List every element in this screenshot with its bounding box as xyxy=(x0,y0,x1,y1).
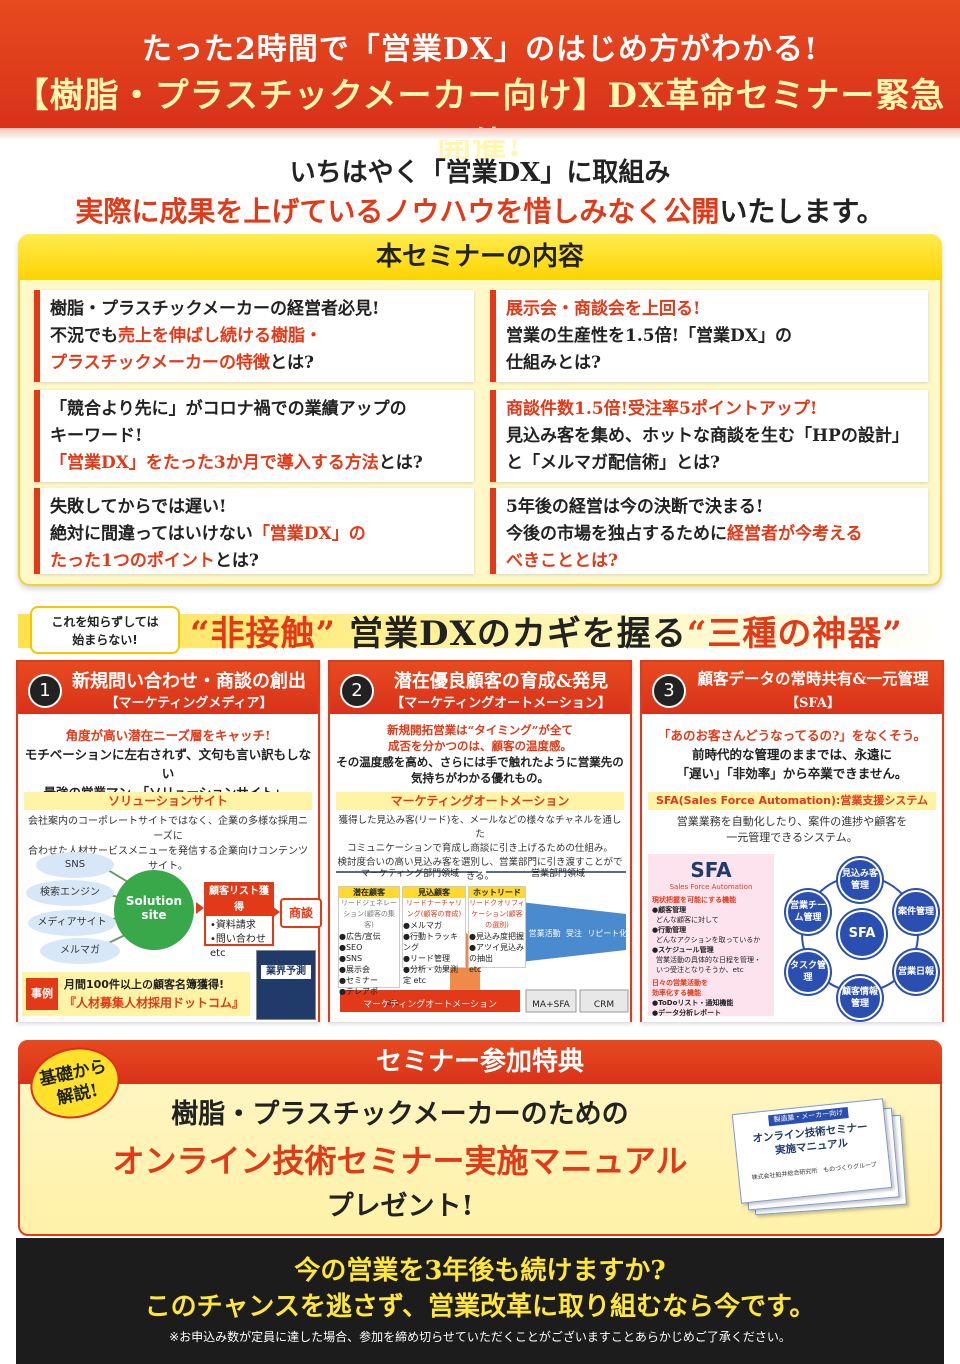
content-item-4: 商談件数1.5倍!受注率5ポイントアップ! 見込み客を集め、ホットな商談を生む「… xyxy=(490,390,928,482)
bonus-line3: プレゼント! xyxy=(326,1191,474,1222)
ma-strip: マーケティングオートメーション xyxy=(336,792,624,810)
column-header: 1 新規問い合わせ・商談の創出 【マーケティングメディア】 xyxy=(18,662,318,714)
dept-sales: 営業部門領域 xyxy=(530,869,585,879)
content-item-3: 「競合より先に」がコロナ禍での業績アップの キーワード! 「営業DX」をたった3… xyxy=(34,390,474,482)
footer-note: ※お申込み数が定員に達した場合、参加を締め切らせていただくことがございますことあ… xyxy=(169,1330,791,1344)
box-prospect: 見込顧客 リードナーチャリング(顧客の育成) ●メルマガ ●行動トラッキング ●… xyxy=(402,886,466,985)
column-title: 顧客データの常時共有&一元管理 xyxy=(697,669,929,688)
ma-bar-label: マーケティングオートメーション xyxy=(362,1000,498,1010)
bonus-title: セミナー参加特典 xyxy=(18,1040,942,1084)
sfa-card: SFA Sales Force Automation 現状把握を可能にする機能 … xyxy=(648,854,774,1017)
column-marketing-automation: 2 潜在優良顧客の育成&発見 【マーケティングオートメーション】 新規開拓営業は… xyxy=(328,660,632,1022)
intro-line2: 実際に成果を上げているノウハウを惜しみなく公開いたします。 xyxy=(75,195,885,228)
intro-line1: いちはやく「営業DX」に取組み xyxy=(289,158,671,188)
footer-band xyxy=(16,1238,944,1364)
box-hot-lead: ホットリード リードクオリフィケーション(顧客の選別) ●見込み度把握 ●アツイ… xyxy=(468,886,526,974)
funnel-labels: 営業活動受注リピート化 xyxy=(528,929,628,938)
box-latent: 潜在顧客 リードジェネレーション(顧客の集客) ●広告/宣伝 ●SEO ●SNS… xyxy=(338,886,400,1007)
content-item-6: 5年後の経営は今の決断で決まる! 今後の市場を独占するために経営者が今考える べ… xyxy=(490,488,928,574)
sfa-strip: SFA(Sales Force Automation):営業支援システム xyxy=(648,792,936,810)
case-text-1: 月間100件以上の顧客名簿獲得! xyxy=(64,978,224,991)
number-badge: 2 xyxy=(340,674,374,708)
customer-list-box: 顧客リスト獲得 •資料請求 •問い合わせ etc xyxy=(204,882,274,959)
bubble-sns: SNS xyxy=(36,852,114,878)
column-body: 角度が高い潜在ニーズ層をキャッチ! モチベーションに左右されず、文句も言い訳もし… xyxy=(18,714,322,1022)
column-subtitle: 【マーケティングメディア】 xyxy=(105,696,273,711)
sfa-desc: 営業業務を自動化したり、案件の進捗や顧客を 一元管理できるシステム。 xyxy=(676,815,908,844)
column-title: 潜在優良顧客の育成&発見 xyxy=(393,671,609,692)
column-lead: 「あのお客さんどうなってるの?」をなくそう。 前時代的な管理のままでは、永遠に … xyxy=(657,728,927,781)
ma-sfa-label: MA+SFA xyxy=(532,1000,570,1010)
treasures-title: “非接触” 営業DXのカギを握る“三種の神器” xyxy=(190,614,903,654)
header-line1: たった2時間で「営業DX」のはじめ方がわかる! xyxy=(141,32,819,67)
column-subtitle: 【マーケティングオートメーション】 xyxy=(391,696,611,711)
column-body: 新規開拓営業は“タイミング”が全て 成否を分かつのは、顧客の温度感。 その温度感… xyxy=(330,714,630,1022)
column-marketing-media: 1 新規問い合わせ・商談の創出 【マーケティングメディア】 角度が高い潜在ニーズ… xyxy=(16,660,322,1022)
column-header: 2 潜在優良顧客の育成&発見 【マーケティングオートメーション】 xyxy=(330,662,630,714)
dept-marketing: マーケティング部門領域 xyxy=(360,869,460,879)
bubble-media-site: メディアサイト xyxy=(28,910,116,936)
node-daily-report: 営業日報 xyxy=(894,950,938,994)
content-item-2: 展示会・商談会を上回る! 営業の生産性を1.5倍!「営業DX」の 仕組みとは? xyxy=(490,290,928,382)
number-badge: 3 xyxy=(652,674,686,708)
column-sfa: 3 顧客データの常時共有&一元管理 【SFA】 「あのお客さんどうなってるの?」… xyxy=(640,660,944,1022)
node-prospect: 見込み客管理 xyxy=(838,858,882,902)
negotiation-box: 商談 xyxy=(280,898,322,928)
node-sales-team: 営業チーム管理 xyxy=(786,890,830,934)
column-subtitle: 【SFA】 xyxy=(786,696,840,711)
case-label: 事例 xyxy=(26,978,58,1010)
solution-site-desc: 会社案内のコーポレートサイトではなく、企業の多様な採用ニーズに 合わせた人材サー… xyxy=(28,816,308,872)
case-text-2: 『人材募集人材採用ドットコム』 xyxy=(64,996,245,1010)
sfa-hub: SFA xyxy=(838,910,886,958)
bubble-search-engine: 検索エンジン xyxy=(26,880,114,906)
case-study-box: 事例 月間100件以上の顧客名簿獲得! 『人材募集人材採用ドットコム』 xyxy=(22,972,250,1016)
node-task: タスク管理 xyxy=(786,950,830,994)
bonus-line2: オンライン技術セミナー実施マニュアル xyxy=(112,1142,688,1180)
column-body: 「あのお客さんどうなってるの?」をなくそう。 前時代的な管理のままでは、永遠に … xyxy=(642,714,942,1022)
header-shadow xyxy=(0,128,960,140)
column-lead: 新規開拓営業は“タイミング”が全て 成否を分かつのは、顧客の温度感。 その温度感… xyxy=(336,723,624,785)
must-know-tag: これを知らずしては 始まらない! xyxy=(30,606,180,654)
crm-label: CRM xyxy=(593,1000,615,1010)
ma-desc: 獲得した見込み客(リード)を、メールなどの様々なチャネルを通した コミュニケーシ… xyxy=(337,815,623,882)
node-deal: 案件管理 xyxy=(894,890,938,934)
content-item-5: 失敗してからでは遅い! 絶対に間違ってはいけない「営業DX」の たった1つのポイ… xyxy=(34,488,474,574)
header-banner: たった2時間で「営業DX」のはじめ方がわかる! 【樹脂・プラスチックメーカー向け… xyxy=(0,0,960,165)
column-lead: 角度が高い潜在ニーズ層をキャッチ! モチベーションに左右されず、文句も言い訳もし… xyxy=(24,728,312,800)
number-badge: 1 xyxy=(28,674,62,708)
node-customer-info: 顧客情報管理 xyxy=(838,976,882,1020)
column-header: 3 顧客データの常時共有&一元管理 【SFA】 xyxy=(642,662,942,714)
seminar-content-title: 本セミナーの内容 xyxy=(18,234,942,280)
manual-book-cover: 製造業・メーカー向け オンライン技術セミナー 実施マニュアル 株式会社船井総合研… xyxy=(731,1098,893,1204)
bonus-line1: 樹脂・プラスチックメーカーのための xyxy=(171,1099,629,1130)
column-title: 新規問い合わせ・商談の創出 xyxy=(72,671,306,692)
solution-site-strip: ソリューションサイト xyxy=(24,792,312,810)
footer-line1: 今の営業を3年後も続けますか? xyxy=(294,1256,666,1286)
solution-site-circle: Solution site xyxy=(114,870,194,950)
bubble-mailmag: メルマガ xyxy=(40,938,120,964)
footer-line2: このチャンスを逃さず、営業改革に取り組むなら今です。 xyxy=(144,1292,816,1322)
content-item-1: 樹脂・プラスチックメーカーの経営者必見! 不況でも売上を伸ばし続ける樹脂・ プラ… xyxy=(34,290,474,382)
magazine-image: 業界予測 xyxy=(256,950,316,1020)
